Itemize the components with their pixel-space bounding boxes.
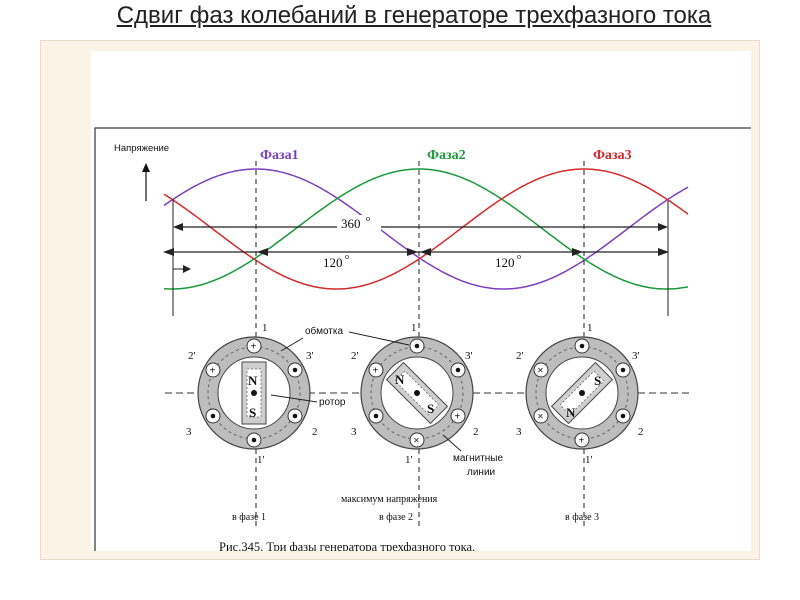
svg-text:+: + [579, 436, 585, 447]
shift-label-1: 120 [323, 255, 343, 270]
terminal-2-prime: 2' [516, 350, 524, 362]
rotor-2 [385, 361, 449, 425]
terminal-2: 2 [638, 426, 644, 438]
svg-text:+: + [251, 342, 257, 353]
phase-label-2: Фаза2 [427, 148, 466, 163]
shift-label-2-bg [491, 255, 527, 269]
terminal-3: 3 [516, 426, 522, 438]
shift-axis-arrow-left [163, 248, 174, 256]
terminal-3-prime: 3' [306, 350, 314, 362]
terminal-1: 1 [411, 322, 417, 334]
terminal-2: 2 [312, 426, 318, 438]
figure-frame: Напряжение Фаза1 Фаза2 Фаза3 360 o [40, 40, 760, 560]
pole-n: N [566, 405, 576, 420]
terminal-3-prime: 3' [632, 350, 640, 362]
phase-label-3: Фаза3 [593, 148, 632, 163]
shift-2-arrow-right [572, 248, 583, 256]
period-degree: o [366, 214, 370, 223]
svg-text:×: × [538, 366, 544, 377]
y-axis-arrowhead [142, 163, 150, 172]
shift-degree-2: o [517, 252, 521, 261]
terminal-3: 3 [351, 426, 357, 438]
rotor-3 [550, 361, 614, 425]
rotor-callout: ротор [319, 397, 346, 408]
generator-3: S N + × × 1 3' 2' 3 2 1' [516, 322, 644, 466]
phase-label-1: Фаза1 [260, 148, 299, 163]
generator-3-caption: в фазе 3 [565, 512, 599, 523]
pole-s: S [249, 405, 256, 420]
y-axis-label: Напряжение [114, 143, 169, 154]
coils-2: × + + [368, 338, 466, 448]
phase-2-wave [163, 168, 689, 290]
terminal-1-prime: 1' [257, 454, 265, 466]
magnetic-lines-callout-2: линии [467, 467, 495, 478]
terminal-2: 2 [473, 426, 479, 438]
generator-1-caption: в фазе 1 [232, 512, 266, 523]
winding-leader-2 [280, 337, 304, 352]
three-phase-figure: Напряжение Фаза1 Фаза2 Фаза3 360 o [94, 127, 751, 551]
shift-1-arrow-right [407, 248, 418, 256]
winding-leader [348, 331, 410, 346]
svg-text:+: + [210, 366, 216, 377]
shift-label-1-bg [319, 255, 355, 269]
period-label-bg [337, 215, 381, 231]
period-label: 360 [341, 216, 361, 231]
period-arrow-left [173, 223, 183, 231]
rotor-leader [270, 394, 318, 403]
generator-2-caption-line2: в фазе 2 [379, 512, 413, 523]
terminal-1: 1 [262, 322, 268, 334]
generator-2-caption-line1: максимум напряжения [341, 494, 438, 505]
figure-border [94, 127, 751, 551]
pole-n: N [248, 373, 258, 388]
generator-1: N S + + 1 3' 2' 3 2 1' [186, 322, 318, 466]
winding-callout: обмотка [305, 325, 343, 337]
phase-1-wave [163, 168, 689, 290]
shift-label-2: 120 [495, 255, 515, 270]
svg-text:+: + [373, 366, 379, 377]
pole-s: S [427, 401, 434, 416]
shift-axis-arrow-right [658, 248, 669, 256]
shift-1-arrow-left [257, 248, 268, 256]
svg-text:×: × [538, 412, 544, 423]
coils-3: + × × [533, 338, 631, 448]
terminal-3: 3 [186, 426, 192, 438]
left-marker-arrowhead [183, 265, 191, 273]
magnetic-lines-callout-1: магнитные [453, 453, 503, 464]
terminal-2-prime: 2' [351, 350, 359, 362]
terminal-1-prime: 1' [405, 454, 413, 466]
coils-1: + + [205, 338, 303, 448]
shift-degree-1: o [345, 252, 349, 261]
pole-n: N [395, 372, 405, 387]
slide-title: Сдвиг фаз колебаний в генераторе трехфаз… [116, 2, 712, 29]
generator-2: N S × + + 1 3' 2' 3 2 1' [351, 322, 479, 466]
svg-text:×: × [414, 436, 420, 447]
terminal-3-prime: 3' [465, 350, 473, 362]
figure-paper: Напряжение Фаза1 Фаза2 Фаза3 360 o [91, 51, 751, 551]
phase-3-wave [163, 168, 689, 290]
terminal-2-prime: 2' [188, 350, 196, 362]
magnetic-lines-leader [442, 434, 462, 452]
rotor-1: N S [241, 361, 267, 425]
period-arrow-right [658, 223, 668, 231]
terminal-1-prime: 1' [585, 454, 593, 466]
pole-s: S [594, 373, 601, 388]
svg-text:+: + [455, 412, 461, 423]
shift-2-arrow-left [420, 248, 431, 256]
terminal-1: 1 [587, 322, 593, 334]
figure-caption: Рис.345. Три фазы генератора трехфазного… [219, 540, 475, 551]
